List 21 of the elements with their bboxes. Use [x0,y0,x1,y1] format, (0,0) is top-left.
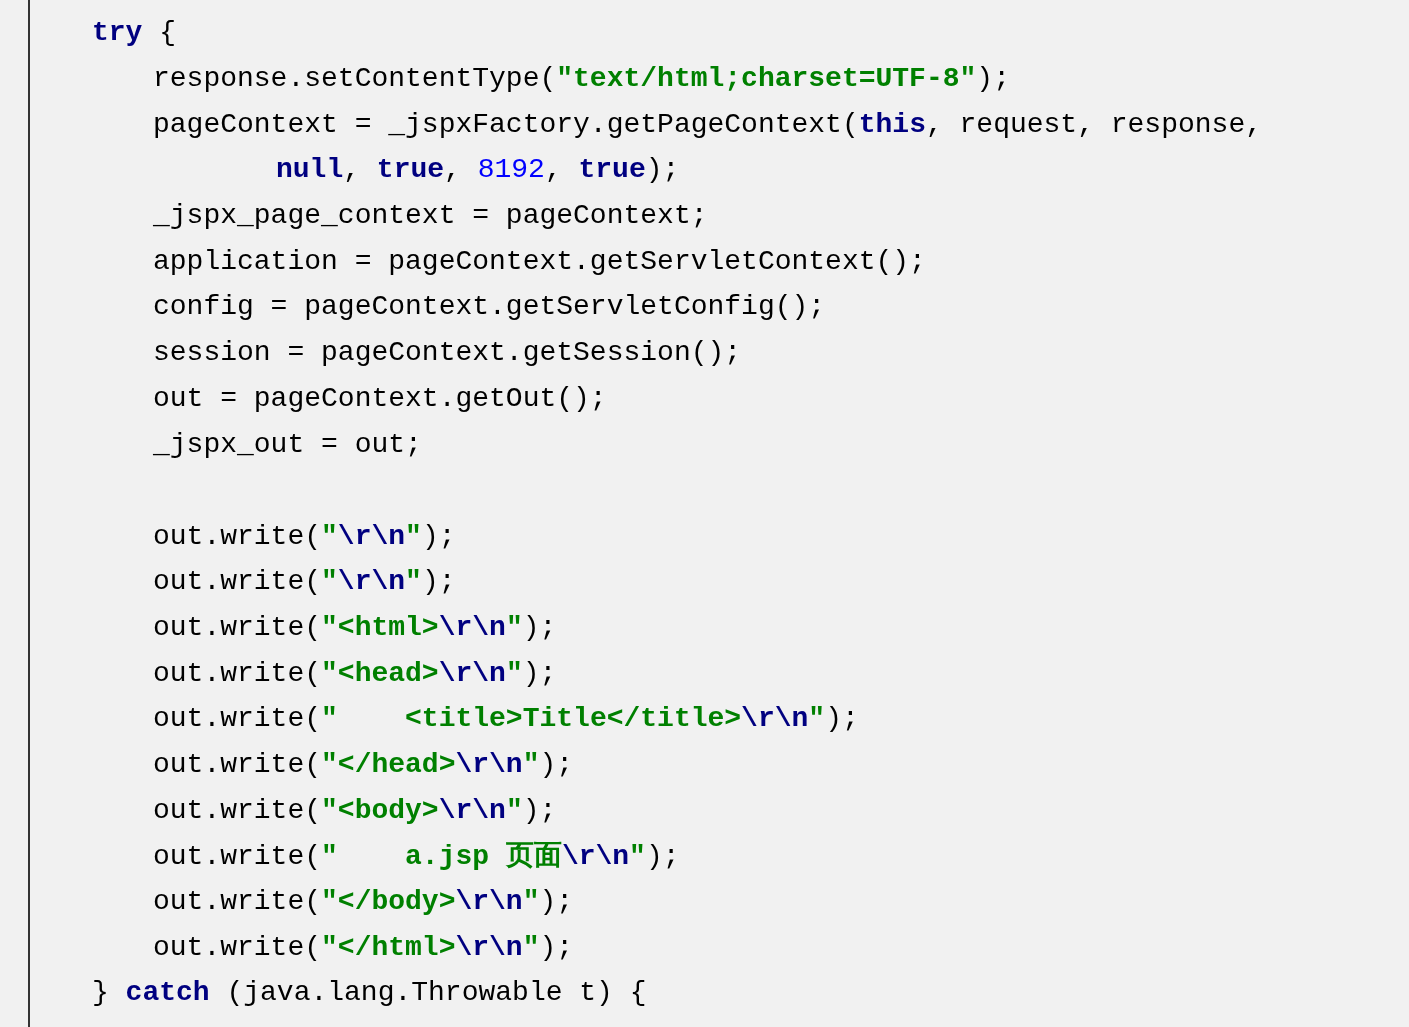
code-line: out.write("\r\n"); [153,520,456,554]
code-line: out.write(" <title>Title</title>\r\n"); [153,702,859,736]
code-line: null, true, 8192, true); [276,153,680,187]
code-line: pageContext = _jspxFactory.getPageContext(this, request, response, [153,108,1262,142]
code-line: config = pageContext.getServletConfig(); [153,290,826,324]
code-line: _jspx_out = out; [153,428,422,462]
code-line: out.write("</head>\r\n"); [153,748,574,782]
code-line: try { [92,16,177,50]
code-line: } catch (java.lang.Throwable t) { [92,976,647,1010]
code-line: application = pageContext.getServletContext(); [153,245,926,279]
code-line: out.write("<head>\r\n"); [153,657,557,691]
code-line: out.write("</html>\r\n"); [153,931,574,965]
code-line: out.write(" a.jsp 页面\r\n"); [153,840,680,874]
code-line: out.write("<body>\r\n"); [153,794,557,828]
code-line: out = pageContext.getOut(); [153,382,607,416]
code-line: out.write("<html>\r\n"); [153,611,557,645]
code-line: out.write("</body>\r\n"); [153,885,574,919]
code-line: session = pageContext.getSession(); [153,336,742,370]
code-line: response.setContentType("text/html;charset=UTF-8"); [153,62,1010,96]
code-line: out.write("\r\n"); [153,565,456,599]
code-line: _jspx_page_context = pageContext; [153,199,708,233]
